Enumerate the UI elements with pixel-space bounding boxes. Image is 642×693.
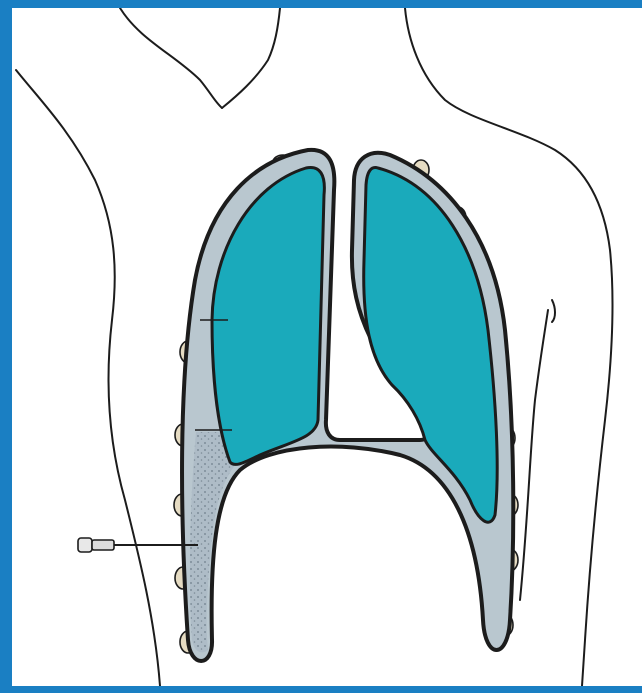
chest-diagram (12, 8, 642, 686)
